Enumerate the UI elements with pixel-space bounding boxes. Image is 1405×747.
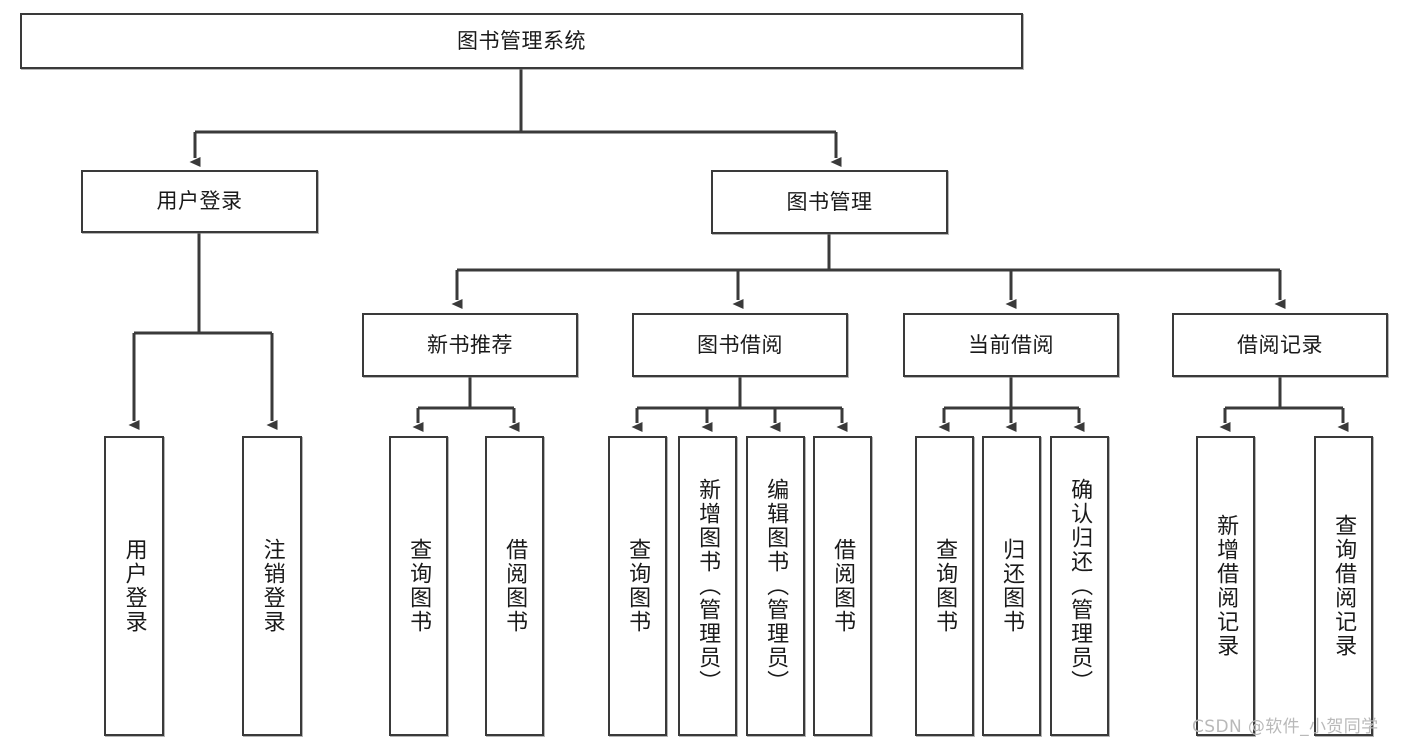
leaf-record-add-record[interactable]: 新增借阅记录	[1196, 436, 1255, 736]
node-label: 查询图书	[406, 538, 432, 634]
node-label: 新增图书（管理员）	[695, 478, 721, 694]
node-label: 确认归还（管理员）	[1067, 478, 1093, 694]
leaf-current-return-book[interactable]: 归还图书	[982, 436, 1041, 736]
node-label: 注销登录	[259, 538, 285, 634]
leaf-recommend-borrow-book[interactable]: 借阅图书	[485, 436, 544, 736]
node-current-borrow[interactable]: 当前借阅	[903, 313, 1119, 377]
leaf-record-query-record[interactable]: 查询借阅记录	[1314, 436, 1373, 736]
node-label: 图书管理	[786, 189, 873, 214]
leaf-current-query-book[interactable]: 查询图书	[915, 436, 974, 736]
leaf-recommend-query-book[interactable]: 查询图书	[389, 436, 448, 736]
node-borrow-record[interactable]: 借阅记录	[1172, 313, 1388, 377]
node-user-login[interactable]: 用户登录	[81, 170, 318, 233]
node-new-book-recommend[interactable]: 新书推荐	[362, 313, 578, 377]
node-label: 查询图书	[625, 538, 651, 634]
leaf-borrow-add-book[interactable]: 新增图书（管理员）	[678, 436, 737, 736]
node-label: 归还图书	[999, 538, 1025, 634]
node-label: 借阅图书	[502, 538, 528, 634]
leaf-borrow-edit-book[interactable]: 编辑图书（管理员）	[746, 436, 805, 736]
node-label: 查询借阅记录	[1331, 514, 1357, 658]
node-label: 新增借阅记录	[1213, 514, 1239, 658]
leaf-borrow-query-book[interactable]: 查询图书	[608, 436, 667, 736]
node-label: 图书管理系统	[457, 28, 586, 53]
node-label: 用户登录	[121, 538, 147, 634]
leaf-current-confirm-return[interactable]: 确认归还（管理员）	[1050, 436, 1109, 736]
node-label: 用户登录	[156, 189, 243, 214]
node-label: 查询图书	[932, 538, 958, 634]
leaf-borrow-borrow-book[interactable]: 借阅图书	[813, 436, 872, 736]
leaf-user-login-signin[interactable]: 用户登录	[104, 436, 164, 736]
node-label: 新书推荐	[427, 332, 513, 357]
node-label: 借阅图书	[830, 538, 856, 634]
node-label: 编辑图书（管理员）	[763, 478, 789, 694]
csdn-watermark: CSDN @软件_小贺同学	[1192, 717, 1379, 737]
node-label: 当前借阅	[968, 332, 1054, 357]
leaf-user-login-signout[interactable]: 注销登录	[242, 436, 302, 736]
node-book-management[interactable]: 图书管理	[711, 170, 948, 234]
node-book-borrow[interactable]: 图书借阅	[632, 313, 848, 377]
node-label: 借阅记录	[1237, 332, 1323, 357]
node-root-system[interactable]: 图书管理系统	[20, 13, 1023, 69]
node-label: 图书借阅	[697, 332, 783, 357]
